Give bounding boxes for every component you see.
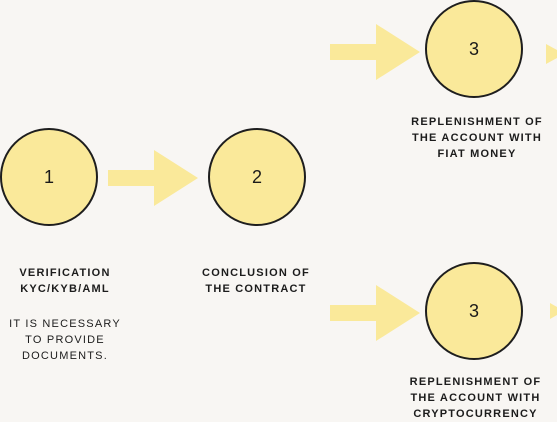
arrow-icon — [108, 150, 198, 206]
step-1-number: 1 — [43, 166, 54, 187]
step-3-fiat-circle: 3 — [425, 0, 523, 98]
arrow-partial-icon — [550, 303, 557, 319]
step-1-note: IT IS NECESSARY TO PROVIDE DOCUMENTS. — [9, 318, 121, 362]
step-2-circle: 2 — [208, 128, 306, 226]
step-3-fiat-title: REPLENISHMENT OF THE ACCOUNT WITH FIAT M… — [411, 116, 543, 160]
step-3-crypto-title: REPLENISHMENT OF THE ACCOUNT WITH CRYPTO… — [409, 376, 542, 420]
step-1-title: VERIFICATION KYC/KYB/AML — [19, 267, 111, 295]
step-3-crypto-number: 3 — [468, 300, 479, 321]
arrow-partial-icon — [546, 44, 557, 64]
step-3-crypto-circle: 3 — [425, 262, 523, 360]
step-3-fiat-number: 3 — [468, 38, 479, 59]
step-2-number: 2 — [251, 166, 262, 187]
arrow-icon — [330, 24, 420, 80]
step-1-circle: 1 — [0, 128, 98, 226]
arrow-icon — [330, 285, 420, 341]
step-2-title: CONCLUSION OF THE CONTRACT — [202, 267, 310, 295]
